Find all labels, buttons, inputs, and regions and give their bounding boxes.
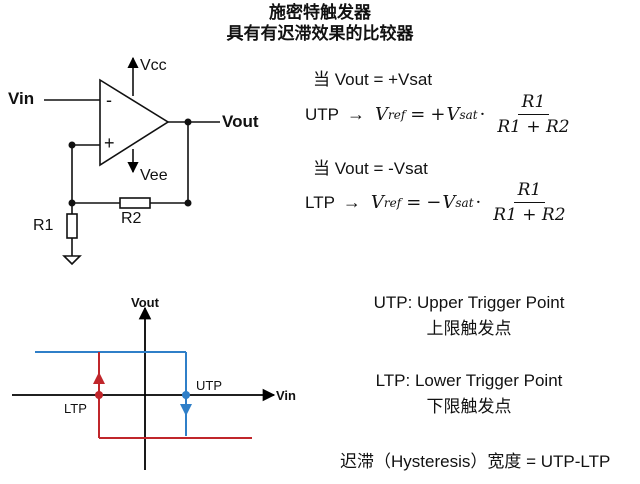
r2-label: R2 — [121, 210, 142, 227]
schmitt-circuit — [44, 56, 220, 266]
ltp-sign: − — [426, 192, 442, 213]
ltp-fraction: R1 R1 + R2 — [489, 180, 569, 225]
hysteresis-definition: 迟滞（Hysteresis）宽度 = UTP-LTP — [340, 452, 611, 471]
utp-name: UTP — [305, 104, 339, 124]
op-amp-triangle — [99, 78, 170, 167]
graph-y-label: Vout — [131, 295, 159, 310]
ltp-name: LTP — [305, 192, 335, 212]
utp-fraction: R1 R1 + R2 — [493, 92, 573, 137]
upper-trace — [35, 351, 187, 436]
utp-definition-en: UTP: Upper Trigger Point — [373, 293, 565, 312]
title-line-2: 具有有迟滞效果的比较器 — [226, 24, 414, 43]
graph-utp-label: UTP — [196, 378, 222, 393]
vin-label: Vin — [8, 89, 35, 108]
ltp-vsat: V — [442, 192, 456, 213]
up-arrow-head — [93, 372, 105, 384]
utp-vref: V — [375, 104, 388, 125]
r1-resistor — [66, 213, 78, 239]
ltp-definition-cn: 下限触发点 — [426, 397, 512, 416]
title-line-1: 施密特触发器 — [269, 3, 371, 22]
utp-dot: · — [479, 104, 486, 125]
utp-equals: = — [410, 104, 426, 125]
utp-vref-sub: ref — [388, 107, 406, 122]
utp-denominator: R1 + R2 — [497, 117, 570, 137]
utp-definition-cn: 上限触发点 — [426, 319, 512, 338]
graph-ltp-label: LTP — [64, 401, 87, 416]
ltp-dot: · — [475, 192, 482, 213]
ltp-equals: = — [406, 192, 422, 213]
utp-numerator: R1 — [517, 92, 550, 115]
condition-low: 当 Vout = -Vsat — [313, 159, 428, 178]
r1-label: R1 — [33, 217, 54, 234]
vout-label: Vout — [222, 112, 259, 131]
ltp-point — [95, 391, 103, 399]
ltp-vref-sub: ref — [383, 195, 402, 210]
vcc-label: Vcc — [140, 57, 167, 74]
ltp-numerator: R1 — [513, 180, 546, 203]
utp-point — [182, 391, 190, 399]
inverting-input-sign: - — [106, 90, 112, 110]
r2-resistor — [119, 197, 151, 209]
down-arrow-head — [180, 404, 192, 416]
utp-arrow: → — [347, 104, 365, 124]
condition-high: 当 Vout = +Vsat — [313, 70, 433, 89]
utp-sign: + — [430, 104, 446, 125]
graph-x-label: Vin — [276, 388, 296, 403]
ltp-arrow: → — [342, 192, 361, 212]
noninverting-input-sign: + — [104, 133, 115, 153]
ltp-vsat-sub: sat — [455, 195, 474, 210]
ltp-denominator: R1 + R2 — [493, 205, 566, 225]
junction-dots — [68, 118, 192, 207]
vee-label: Vee — [140, 167, 168, 184]
utp-vsat: V — [446, 104, 460, 125]
hysteresis-graph — [12, 306, 276, 470]
ltp-vref: V — [370, 192, 384, 213]
utp-vsat-sub: sat — [459, 107, 478, 122]
ground-symbol — [62, 255, 82, 266]
ltp-definition-en: LTP: Lower Trigger Point — [375, 371, 563, 390]
